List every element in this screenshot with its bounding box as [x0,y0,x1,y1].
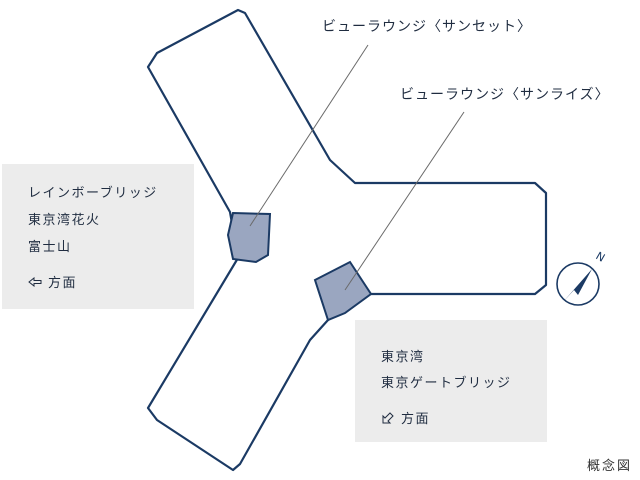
sunrise-lounge-callout: ビューラウンジ〈サンライズ〉 [400,87,610,103]
left-arrow-icon [28,276,42,287]
diagram-caption: 概念図 [586,459,632,474]
compass-north-label: N [594,249,608,264]
right-panel-line-1: 東京湾 [381,350,425,365]
left-panel-line-1: レインボーブリッジ [28,186,158,201]
sunrise-lounge-area [313,260,373,322]
sunset-lounge-area [226,211,272,264]
down-left-arrow-icon [382,411,394,423]
left-panel-line-2: 東京湾花火 [28,213,101,228]
compass-icon: N [556,249,608,306]
sunrise-leader-line [344,111,465,291]
right-direction-panel: 東京湾 東京ゲートブリッジ 方面 [355,320,547,442]
left-panel-line-3: 富士山 [28,240,72,255]
sunset-lounge-callout: ビューラウンジ〈サンセット〉 [322,19,532,35]
right-direction-row: 方面 [381,408,430,427]
left-direction-panel: レインボーブリッジ 東京湾花火 富士山 方面 [2,164,194,309]
left-direction-row: 方面 [28,272,77,291]
left-direction-label: 方面 [48,276,78,291]
right-panel-line-2: 東京ゲートブリッジ [381,376,512,391]
building-outline [146,8,548,472]
sunset-leader-line [249,44,369,227]
right-direction-label: 方面 [401,412,431,427]
